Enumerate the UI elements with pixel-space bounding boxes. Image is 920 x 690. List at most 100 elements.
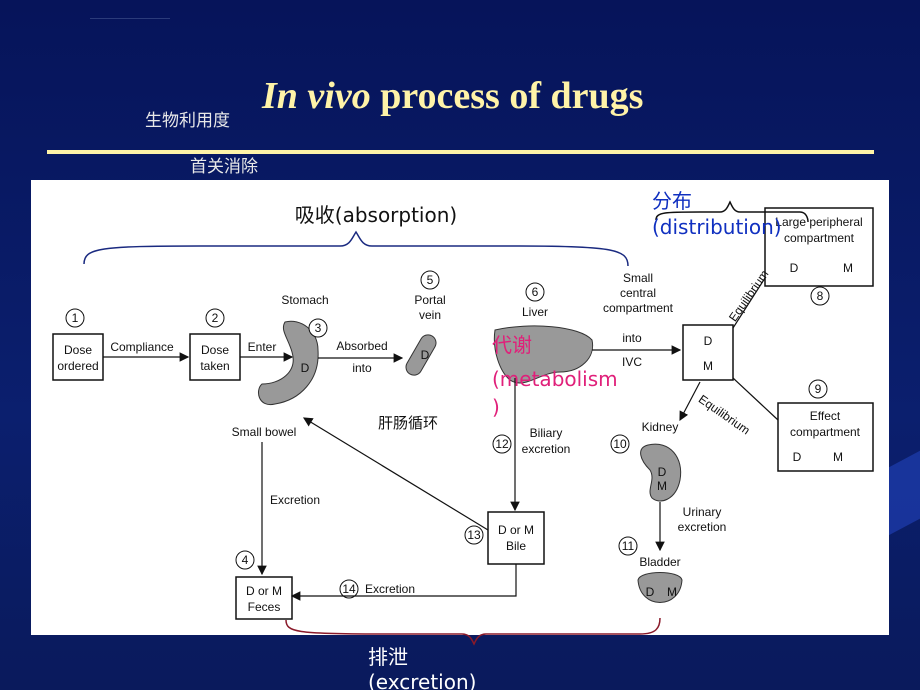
effect-l2: compartment xyxy=(790,425,861,439)
feces-l2: Feces xyxy=(248,600,281,614)
peripheral-box xyxy=(764,207,874,287)
kidney-shape xyxy=(640,443,682,502)
step-12-circle xyxy=(492,434,512,454)
portal-vein-shape xyxy=(405,334,437,376)
urinary-l2: excretion xyxy=(678,520,727,534)
dose-taken-l2: taken xyxy=(200,359,229,373)
header-line xyxy=(90,18,170,19)
step-12: 12 xyxy=(495,437,509,451)
bile-box xyxy=(487,511,545,565)
step-1: 1 xyxy=(72,311,79,325)
peripheral-l1: Large peripheral xyxy=(775,215,862,229)
equilibrium-label-2: Equilibrium xyxy=(696,392,753,438)
step-10-circle xyxy=(610,434,630,454)
biliary-l2: excretion xyxy=(522,442,571,456)
excretion-brace xyxy=(285,617,661,646)
into2-label: into xyxy=(622,331,642,345)
step-13-circle xyxy=(464,525,484,545)
equilibrium-line-2 xyxy=(732,377,779,421)
central-box xyxy=(682,324,734,381)
step-4: 4 xyxy=(242,553,249,567)
biliary-l1: Biliary xyxy=(530,426,563,440)
equilibrium-label-1: Equilibrium xyxy=(726,267,772,324)
step-8-circle xyxy=(810,286,830,306)
bladder-d: D xyxy=(646,585,655,599)
portal-vein-l1: Portal xyxy=(414,293,445,307)
label-bioavailability: 生物利用度 xyxy=(145,111,230,130)
portal-vein-l2: vein xyxy=(419,308,441,322)
label-first-pass: 首关消除 xyxy=(190,157,258,176)
absorbed-label: Absorbed xyxy=(336,339,387,353)
step-3-circle xyxy=(308,318,328,338)
stomach-d: D xyxy=(301,361,310,375)
excretion-cn: 排泄 xyxy=(368,645,408,669)
bile-to-feces-arrow xyxy=(290,564,517,601)
distribution-en: (distribution) xyxy=(652,215,782,239)
title-rest: process of drugs xyxy=(370,75,644,117)
ivc-label: IVC xyxy=(622,355,642,369)
bladder-m: M xyxy=(667,585,677,599)
effect-l1: Effect xyxy=(810,409,841,423)
step-13: 13 xyxy=(467,528,481,542)
step-5-circle xyxy=(420,270,440,290)
step-10: 10 xyxy=(613,437,627,451)
central-l3: compartment xyxy=(603,301,674,315)
step-14-circle xyxy=(339,579,359,599)
enterohepatic-arrow xyxy=(302,417,489,531)
title-italic: In vivo xyxy=(262,75,371,117)
effect-m: M xyxy=(833,450,843,464)
excretion-en: (excretion) xyxy=(368,670,476,690)
central-l1: Small xyxy=(623,271,653,285)
compliance-label: Compliance xyxy=(110,340,174,354)
kidney-m: M xyxy=(657,479,667,493)
into-label: into xyxy=(352,361,372,375)
step-14: 14 xyxy=(342,582,356,596)
urinary-l1: Urinary xyxy=(683,505,722,519)
dose-taken-l1: Dose xyxy=(201,343,229,357)
diagram-panel xyxy=(31,180,889,635)
step-8: 8 xyxy=(817,289,824,303)
kidney-label: Kidney xyxy=(642,420,679,434)
distribution-cn: 分布 xyxy=(652,189,692,213)
peripheral-d: D xyxy=(790,261,799,275)
kidney-dm: D xyxy=(658,465,667,479)
stomach-shape xyxy=(258,320,319,406)
enter-label: Enter xyxy=(248,340,277,354)
enterohepatic-label: 肝肠循环 xyxy=(378,414,438,432)
metabolism-cn: 代谢 xyxy=(492,333,532,357)
slide-title: In vivo process of drugs xyxy=(262,74,643,118)
step-4-circle xyxy=(235,550,255,570)
small-bowel-label: Small bowel xyxy=(232,425,297,439)
liver-label: Liver xyxy=(522,305,548,319)
absorption-label: 吸收(absorption) xyxy=(295,203,457,227)
step-2-circle xyxy=(205,308,225,328)
step-9: 9 xyxy=(815,382,822,396)
step-9-circle xyxy=(808,379,828,399)
metabolism-close: ) xyxy=(492,395,500,419)
step-11-circle xyxy=(618,536,638,556)
central-m: M xyxy=(703,359,713,373)
step-6-circle xyxy=(525,282,545,302)
central-d: D xyxy=(704,334,713,348)
central-l2: central xyxy=(620,286,656,300)
metabolism-en: (metabolism xyxy=(492,367,618,391)
dose-taken-box xyxy=(189,333,241,381)
bile-l2: Bile xyxy=(506,539,526,553)
bile-excretion-label: Excretion xyxy=(365,582,415,596)
step-11: 11 xyxy=(622,539,635,553)
effect-d: D xyxy=(793,450,802,464)
step-2: 2 xyxy=(212,311,219,325)
central-to-kidney-arrow xyxy=(679,381,701,422)
step-6: 6 xyxy=(532,285,539,299)
step-3: 3 xyxy=(315,321,322,335)
feces-l1: D or M xyxy=(246,584,282,598)
bowel-excretion-label: Excretion xyxy=(270,493,320,507)
peripheral-l2: compartment xyxy=(784,231,855,245)
effect-box xyxy=(777,402,874,472)
absorption-brace xyxy=(83,230,629,267)
liver-shape xyxy=(493,325,594,384)
equilibrium-line-1 xyxy=(732,277,766,329)
dose-ordered-l2: ordered xyxy=(57,359,98,373)
step-1-circle xyxy=(65,308,85,328)
